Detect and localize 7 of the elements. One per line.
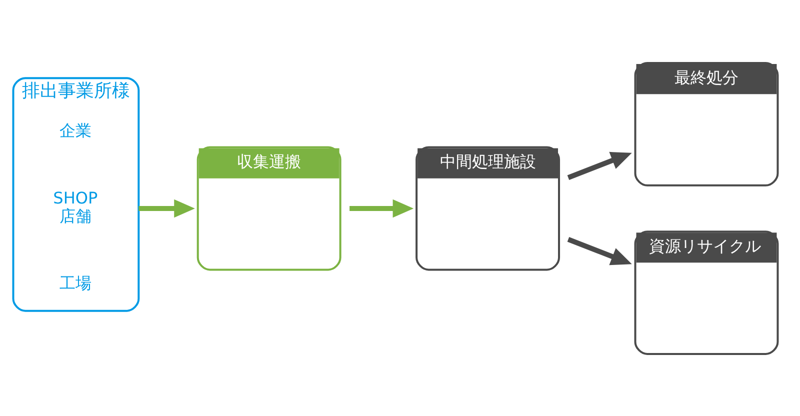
arrow (567, 151, 632, 180)
arrow (350, 198, 414, 218)
node-text: 企業 (59, 120, 92, 140)
node-text: 工場 (59, 273, 92, 292)
arrow (138, 198, 195, 218)
arrow (567, 236, 632, 265)
node-text: SHOP 店舗 (53, 188, 98, 225)
